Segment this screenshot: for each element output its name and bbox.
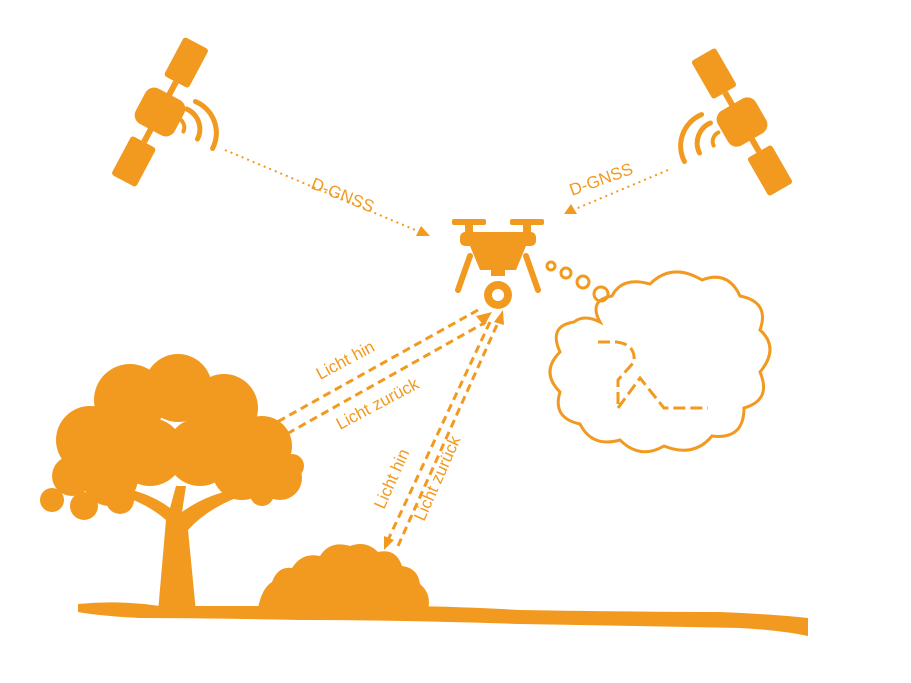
gnss-right-arrowhead-icon bbox=[564, 204, 577, 214]
thought-cloud-icon bbox=[545, 260, 772, 454]
tree-icon bbox=[40, 354, 304, 612]
satellite-left-icon bbox=[112, 37, 219, 187]
bush-icon bbox=[258, 544, 429, 610]
tree-light-arrowhead-icon bbox=[262, 422, 278, 434]
satellite-right-icon bbox=[678, 48, 793, 196]
drone-light-arrowhead-icon bbox=[476, 312, 492, 326]
gnss-left-label: D-GNSS bbox=[309, 174, 377, 216]
drone-light-arrowhead-2-icon bbox=[494, 310, 504, 325]
light-beam-arrows bbox=[269, 308, 502, 547]
gnss-signal-arrows bbox=[224, 149, 669, 233]
ground-icon bbox=[78, 602, 808, 636]
tree-light-out-label: Licht hin bbox=[313, 337, 378, 384]
bush-light-arrowhead-icon bbox=[384, 536, 394, 550]
gnss-right-label: D-GNSS bbox=[567, 159, 636, 199]
drone-icon bbox=[452, 219, 544, 309]
gnss-left-arrowhead-icon bbox=[416, 226, 430, 236]
